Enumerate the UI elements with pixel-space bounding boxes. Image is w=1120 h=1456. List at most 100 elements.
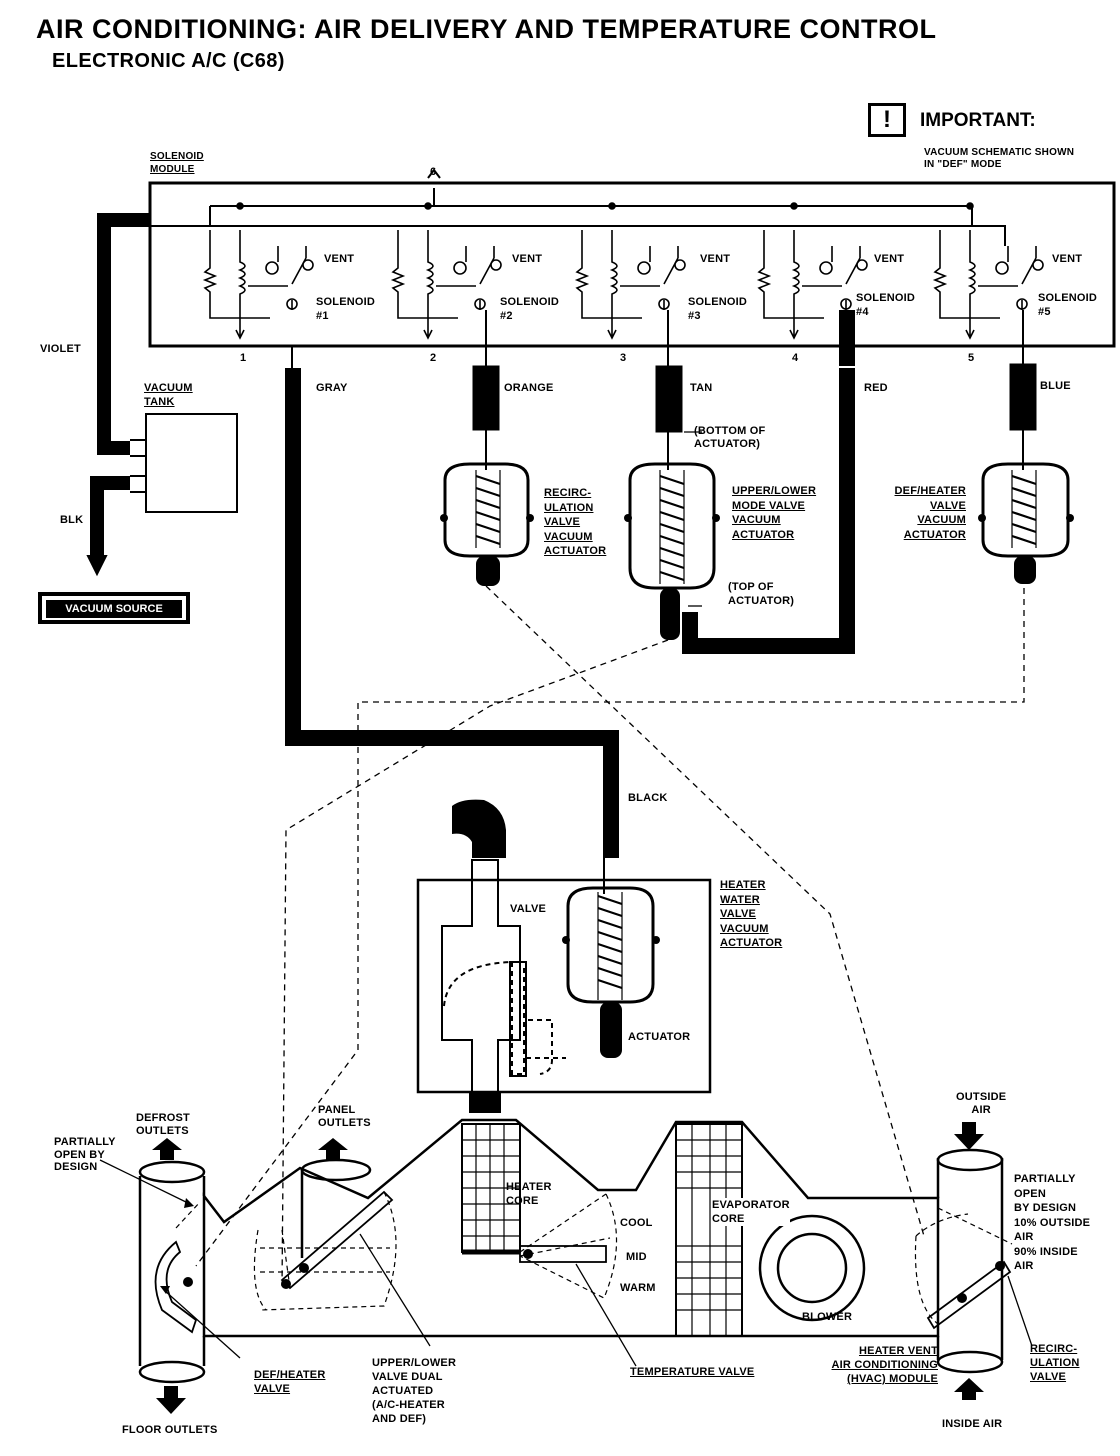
solenoid-5 (932, 202, 1044, 340)
vent-label-2: VENT (512, 253, 543, 265)
def-act-line-2: VALVE (929, 499, 966, 512)
mode-bottom-1: (BOTTOM OF (694, 425, 766, 437)
hwv-line-5: ACTUATOR (720, 937, 783, 949)
heater-core-label: HEATER CORE (506, 1180, 552, 1208)
recirc-line-1: RECIRC- (544, 487, 592, 499)
important-note-2: IN "DEF" MODE (924, 159, 1002, 170)
ev-line-1: EVAPORATOR (712, 1199, 790, 1211)
pol-line-2: OPEN BY (54, 1148, 105, 1161)
recirc-line-4: VACUUM (544, 530, 593, 543)
vacuum-source-box: VACUUM SOURCE (38, 592, 190, 624)
def-actuator-body (981, 462, 1070, 558)
hose-label-blue: BLUE (1040, 380, 1071, 392)
solenoid-module-box (148, 181, 1116, 348)
def-actuator-label: DEF/HEATER VALVE VACUUM ACTUATOR (894, 484, 966, 542)
defrost-outlets-label: DEFROST OUTLETS (136, 1112, 190, 1138)
port-2: 2 (430, 352, 437, 364)
ulv-line-5: AND DEF) (372, 1413, 427, 1425)
temperature-valve-door (519, 1245, 607, 1263)
recirc-valve-label: RECIRC- ULATION VALVE (1030, 1342, 1079, 1384)
mode-top-1: (TOP OF (728, 581, 774, 593)
hc-line-1: HEATER (506, 1181, 552, 1193)
actuator-label: ACTUATOR (628, 1031, 691, 1043)
port-4: 4 (792, 352, 799, 364)
heater-valve-box (416, 878, 712, 1094)
solenoid-module-line1: SOLENOID (150, 151, 204, 162)
valve-body (441, 859, 521, 1095)
partially-open-left-label: PARTIALLY OPEN BY DESIGN (54, 1136, 116, 1174)
floor-outlets-label: FLOOR OUTLETS (122, 1424, 218, 1436)
mode-top-2: ACTUATOR) (728, 595, 795, 607)
solenoid-2 (390, 202, 502, 340)
por-line-5: AIR (1014, 1231, 1034, 1243)
por-line-4: 10% OUTSIDE (1014, 1216, 1091, 1229)
dhv-line-1: DEF/HEATER (254, 1369, 326, 1381)
mode-top-label: (TOP OF ACTUATOR) (728, 580, 794, 608)
hwv-line-2: WATER (720, 893, 760, 906)
hvac-housing (202, 1118, 940, 1338)
solenoid-label-3: SOLENOID (688, 296, 748, 308)
mode-actuator-label: UPPER/LOWER MODE VALVE VACUUM ACTUATOR (732, 484, 816, 542)
hwv-line-1: HEATER (720, 879, 766, 891)
def-act-line-4: ACTUATOR (903, 528, 966, 541)
defrost-line-1: DEFROST (136, 1112, 190, 1124)
hvac-line-3: (HVAC) MODULE (847, 1373, 938, 1385)
hc-line-2: CORE (506, 1195, 539, 1207)
vacuum-source-label: VACUUM SOURCE (45, 599, 183, 619)
page-title: AIR CONDITIONING: AIR DELIVERY AND TEMPE… (36, 14, 937, 44)
vacuum-tank (145, 413, 238, 513)
heater-valve-label: HEATER WATER VALVE VACUUM ACTUATOR (720, 878, 782, 951)
hwv-line-4: VACUUM (720, 922, 769, 935)
oa-line-2: AIR (971, 1104, 991, 1116)
solenoid-module-label-2: MODULE (150, 164, 195, 175)
evaporator-core-label: EVAPORATOR CORE (712, 1198, 790, 1226)
cool-label: COOL (620, 1217, 653, 1229)
hvac-module-label: HEATER VENT AIR CONDITIONING (HVAC) MODU… (826, 1344, 938, 1386)
mode-actuator-body (628, 462, 716, 590)
mode-line-3: VACUUM (732, 514, 781, 526)
evaporator-core (675, 1123, 743, 1337)
vent-label-3: VENT (700, 253, 731, 265)
def-act-line-1: DEF/HEATER (894, 485, 966, 497)
hvac-line-2: AIR CONDITIONING (831, 1359, 938, 1371)
solenoid-label-2: SOLENOID (500, 296, 560, 308)
dhv-line-2: VALVE (254, 1383, 291, 1395)
warm-label: WARM (620, 1282, 656, 1294)
mode-line-2: MODE VALVE (732, 499, 806, 512)
solenoid-num-4: #4 (856, 306, 869, 318)
panel-line-2: OUTLETS (318, 1117, 371, 1129)
mode-line-4: ACTUATOR (732, 528, 795, 541)
valve-label: VALVE (510, 903, 547, 915)
def-act-line-3: VACUUM (917, 514, 966, 526)
pol-line-1: PARTIALLY (54, 1136, 116, 1148)
vacuum-tank-label-1: VACUUM (144, 382, 193, 394)
recirc-line-5: ACTUATOR (544, 545, 607, 557)
solenoid-label-1: SOLENOID (316, 296, 376, 308)
pol-line-3: DESIGN (54, 1161, 98, 1173)
rv-line-3: VALVE (1030, 1371, 1067, 1383)
vent-label-1: VENT (324, 253, 355, 265)
port-3: 3 (620, 352, 627, 364)
hose-label-black: BLACK (628, 792, 668, 804)
mode-bottom-2: ACTUATOR) (694, 438, 761, 450)
por-line-6: 90% INSIDE (1014, 1245, 1078, 1258)
blower-label: BLOWER (802, 1311, 853, 1323)
vent-label-4: VENT (874, 253, 905, 265)
recirc-actuator-label: RECIRC- ULATION VALVE VACUUM ACTUATOR (544, 486, 606, 559)
panel-outlets-label: PANEL OUTLETS (318, 1104, 371, 1130)
partially-open-right-label: PARTIALLY OPEN BY DESIGN 10% OUTSIDE AIR… (1014, 1172, 1090, 1274)
page-subtitle: ELECTRONIC A/C (C68) (52, 50, 285, 72)
manifold-line (150, 188, 973, 227)
warning-icon: ! (868, 103, 906, 137)
blower-wheel (758, 1214, 866, 1322)
solenoid-num-1: #1 (316, 310, 329, 322)
outside-air-label: OUTSIDE AIR (956, 1091, 1006, 1117)
hose-label-tan: TAN (690, 382, 713, 394)
hose-label-orange: ORANGE (504, 382, 554, 394)
upper-lower-valve-label: UPPER/LOWER VALVE DUAL ACTUATED (A/C-HEA… (372, 1356, 456, 1426)
blk-hose (90, 476, 130, 555)
solenoid-4 (756, 202, 868, 340)
temperature-valve-label: TEMPERATURE VALVE (630, 1366, 755, 1378)
oa-line-1: OUTSIDE (956, 1091, 1007, 1103)
